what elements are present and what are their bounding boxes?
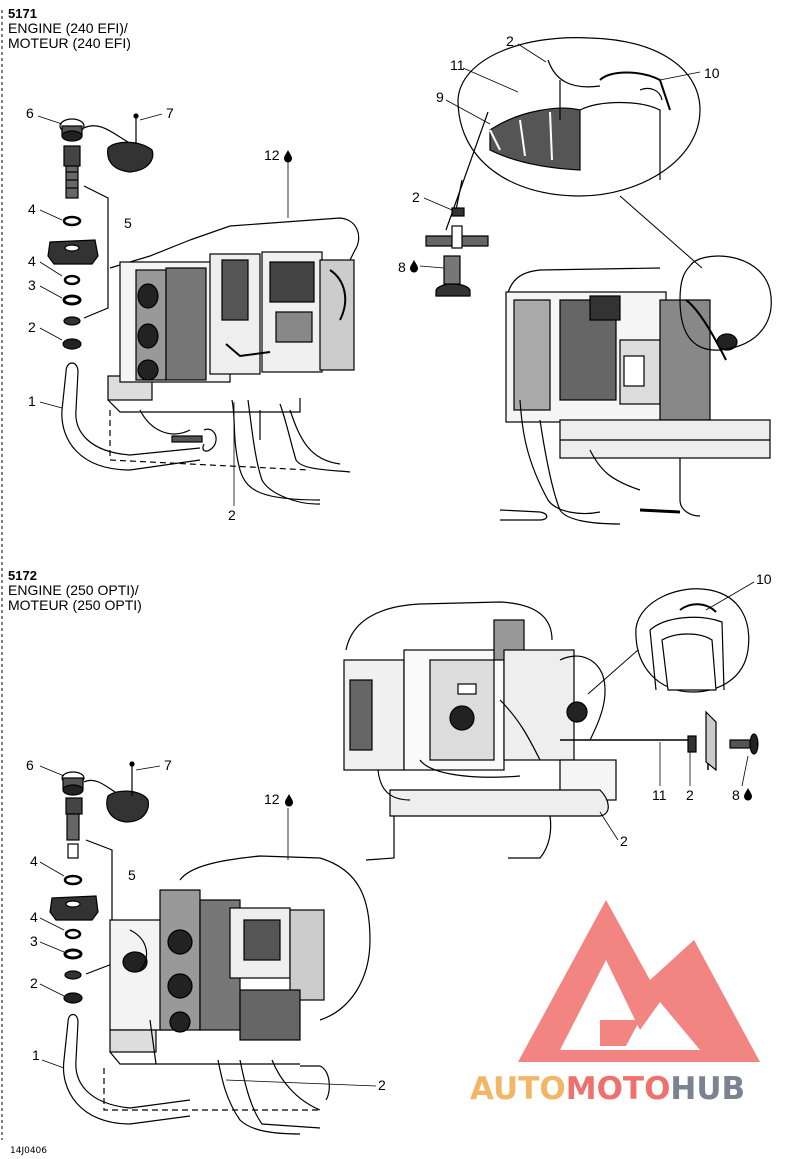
- triangle-logo-icon: [518, 900, 760, 1062]
- callout-9: 9: [436, 89, 444, 105]
- section-a-drawing: [47, 36, 772, 525]
- engine-block-a: [107, 217, 360, 505]
- callout-10: 10: [704, 65, 720, 81]
- callout-2: 2: [228, 507, 236, 523]
- section-header-5171: 5171 ENGINE (240 EFI)/ MOTEUR (240 EFI): [8, 6, 131, 51]
- callout-2: 2: [620, 833, 628, 849]
- callout-2: 2: [30, 975, 38, 991]
- callout-10: 10: [756, 571, 772, 587]
- watermark-part-hub: HUB: [670, 1071, 746, 1107]
- section-title-fr: MOTEUR (250 OPTI): [8, 597, 142, 613]
- section-code: 5171: [8, 6, 37, 21]
- filler-cap-assembly-b: [49, 761, 191, 1125]
- watermark-part-auto: AUTO: [470, 1071, 566, 1107]
- callout-2: 2: [378, 1077, 386, 1093]
- callout-1: 1: [32, 1047, 40, 1063]
- callout-3: 3: [28, 277, 36, 293]
- callout-labels-a: 6 7 5 4 4 3 2 1 12 2 11 9 2 10 2 8: [26, 33, 720, 523]
- callout-7: 7: [166, 105, 174, 121]
- callout-6: 6: [26, 757, 34, 773]
- bolt-assembly-b: [687, 710, 759, 772]
- callout-4: 4: [30, 909, 38, 925]
- callout-5: 5: [124, 215, 132, 231]
- callout-6: 6: [26, 105, 34, 121]
- inset-detail-a: [425, 36, 703, 297]
- engine-block-b-right: [343, 601, 696, 861]
- callout-11: 11: [652, 787, 667, 803]
- oil-drop-icon: [410, 260, 418, 273]
- section-title-en: ENGINE (240 EFI)/: [8, 20, 128, 36]
- callout-2: 2: [686, 787, 694, 803]
- watermark-text: AUTOMOTOHUB: [470, 1071, 745, 1107]
- callout-7: 7: [164, 757, 172, 773]
- callout-8: 8: [398, 259, 406, 275]
- callout-2: 2: [28, 319, 36, 335]
- section-b-drawing: [49, 588, 759, 1135]
- engine-block-a-right: [499, 255, 772, 525]
- callout-labels-b: 6 7 5 4 4 3 2 1 12 2 10 11 2 8 2: [26, 571, 772, 1093]
- section-title-en: ENGINE (250 OPTI)/: [8, 582, 139, 598]
- callout-2: 2: [506, 33, 514, 49]
- filler-cap-assembly-a: [47, 113, 201, 471]
- callout-5: 5: [128, 867, 136, 883]
- callout-11: 11: [450, 57, 465, 73]
- oil-drop-icon: [744, 788, 752, 801]
- callout-12: 12: [264, 147, 280, 163]
- footer-code: 14J0406: [10, 1146, 48, 1156]
- callout-4: 4: [28, 201, 36, 217]
- callout-12: 12: [264, 791, 280, 807]
- callouts-a: [37, 43, 701, 506]
- callout-2: 2: [412, 189, 420, 205]
- callout-4: 4: [28, 253, 36, 269]
- watermark-part-moto: MOTO: [565, 1071, 671, 1107]
- callout-3: 3: [30, 933, 38, 949]
- section-header-5172: 5172 ENGINE (250 OPTI)/ MOTEUR (250 OPTI…: [8, 568, 142, 613]
- engine-block-b: [103, 855, 371, 1135]
- callout-1: 1: [28, 393, 36, 409]
- section-code: 5172: [8, 568, 37, 583]
- callout-8: 8: [732, 787, 740, 803]
- callout-4: 4: [30, 853, 38, 869]
- oil-drop-icon: [284, 150, 292, 163]
- inset-detail-b: [587, 588, 750, 695]
- section-title-fr: MOTEUR (240 EFI): [8, 35, 131, 51]
- callouts-b: [39, 581, 755, 1087]
- oil-drop-icon: [285, 794, 293, 807]
